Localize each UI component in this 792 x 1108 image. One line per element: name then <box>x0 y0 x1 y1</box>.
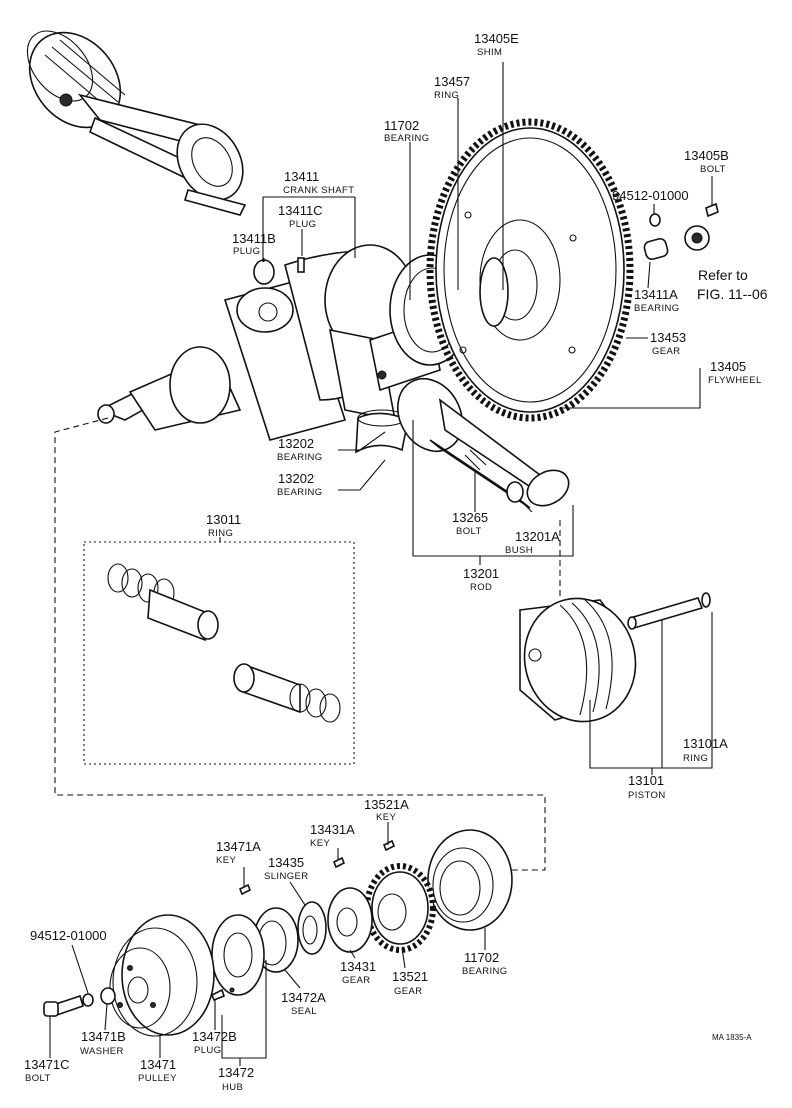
label-piston-13101-num: 13101 <box>628 773 664 788</box>
bearing-13202-drawing <box>355 409 409 454</box>
label-ring-13011-name: RING <box>208 528 233 539</box>
label-bearing-11702-bottom-name: BEARING <box>462 966 508 977</box>
label-bolt-13265-num: 13265 <box>452 510 488 525</box>
label-pulley-13471-num: 13471 <box>140 1057 176 1072</box>
label-bearing-13411a-num: 13411A <box>634 287 678 302</box>
label-bolt-13405b-name: BOLT <box>700 164 726 175</box>
label-slinger-13435-name: SLINGER <box>264 871 309 882</box>
connecting-rod-drawing <box>397 378 570 509</box>
leader-lines <box>49 62 713 1066</box>
figure-code: MA 1835-A <box>712 1033 752 1042</box>
label-bearing-13202-a-num: 13202 <box>278 436 314 451</box>
label-rod-13201-name: ROD <box>470 582 492 593</box>
label-bolt-13471c-num: 13471C <box>24 1057 70 1072</box>
label-gear-13453-name: GEAR <box>652 346 681 357</box>
label-key-13471a-num: 13471A <box>216 839 261 854</box>
label-gear-13431-name: GEAR <box>342 975 371 986</box>
label-piston-13101-name: PISTON <box>628 790 666 801</box>
label-rod-13201-num: 13201 <box>463 566 499 581</box>
label-key-13431a-num: 13431A <box>310 822 355 837</box>
label-bearing-13202-a-name: BEARING <box>277 452 323 463</box>
label-washer-13471b-num: 13471B <box>81 1029 126 1044</box>
label-94512-top-num: 94512-01000 <box>612 188 689 203</box>
label-shim-num: 13405E <box>474 31 519 46</box>
label-94512-bottom-num: 94512-01000 <box>30 928 107 943</box>
label-flywheel-num: 13405 <box>710 359 746 374</box>
label-bolt-13265-name: BOLT <box>456 526 482 537</box>
label-crankshaft-name: CRANK SHAFT <box>283 185 354 196</box>
label-gear-13521-name: GEAR <box>394 986 423 997</box>
piston-drawing <box>519 592 711 723</box>
label-plug-13411c-name: PLUG <box>289 219 316 230</box>
label-plug-13411b-num: 13411B <box>232 231 276 246</box>
pilot-bearing-group-drawing <box>643 202 719 260</box>
label-gear-13521-num: 13521 <box>392 969 428 984</box>
label-seal-13472a-num: 13472A <box>281 990 326 1005</box>
label-ring-13101a-num: 13101A <box>683 736 728 751</box>
label-bearing-11702-top-name: BEARING <box>384 133 430 144</box>
label-bush-13201a-name: BUSH <box>505 545 533 556</box>
label-gear-13453-num: 13453 <box>650 330 686 345</box>
ring-set-dotted-frame <box>83 541 355 765</box>
reference-line-2: FIG. 11--06 <box>697 286 768 302</box>
label-ring-13457-num: 13457 <box>434 74 470 89</box>
label-slinger-13435-num: 13435 <box>268 855 304 870</box>
label-hub-13472-num: 13472 <box>218 1065 254 1080</box>
label-ring-13457-name: RING <box>434 90 459 101</box>
flywheel-drawing <box>426 118 634 422</box>
label-gear-13431-num: 13431 <box>340 959 376 974</box>
label-bush-13201a-num: 13201A <box>515 529 560 544</box>
piston-rod-assembly-drawing <box>26 30 247 216</box>
plug-13411b-drawing <box>253 259 275 285</box>
label-key-13521a-num: 13521A <box>364 797 409 812</box>
label-bearing-11702-bottom-num: 11702 <box>464 950 499 965</box>
label-pulley-13471-name: PULLEY <box>138 1073 177 1084</box>
label-bearing-11702-top-num: 11702 <box>384 118 419 133</box>
plug-13411c-drawing <box>297 257 305 273</box>
label-ring-13011-num: 13011 <box>206 512 241 527</box>
label-plug-13472b-name: PLUG <box>194 1045 221 1056</box>
label-bearing-13411a-name: BEARING <box>634 303 680 314</box>
label-shim-name: SHIM <box>477 47 502 58</box>
label-bearing-13202-b-name: BEARING <box>277 487 323 498</box>
label-hub-13472-name: HUB <box>222 1082 243 1093</box>
label-plug-13472b-num: 13472B <box>192 1029 237 1044</box>
label-plug-13411c-num: 13411C <box>278 203 323 218</box>
label-ring-13101a-name: RING <box>683 753 708 764</box>
label-plug-13411b-name: PLUG <box>233 246 260 257</box>
label-seal-13472a-name: SEAL <box>291 1006 317 1017</box>
piston-ring-set-drawing <box>107 563 341 723</box>
shim-drawing <box>479 257 509 327</box>
label-flywheel-name: FLYWHEEL <box>708 375 762 386</box>
reference-line-1: Refer to <box>698 267 748 283</box>
timing-group-drawing <box>43 829 513 1037</box>
label-key-13431a-name: KEY <box>310 838 330 849</box>
label-key-13521a-name: KEY <box>376 812 396 823</box>
label-washer-13471b-name: WASHER <box>80 1046 124 1057</box>
crankshaft-nose-dashed-leader <box>54 417 546 871</box>
label-bolt-13405b-num: 13405B <box>684 148 729 163</box>
label-bolt-13471c-name: BOLT <box>25 1073 51 1084</box>
label-key-13471a-name: KEY <box>216 855 236 866</box>
label-bearing-13202-b-num: 13202 <box>278 471 314 486</box>
label-crankshaft-num: 13411 <box>284 169 319 184</box>
